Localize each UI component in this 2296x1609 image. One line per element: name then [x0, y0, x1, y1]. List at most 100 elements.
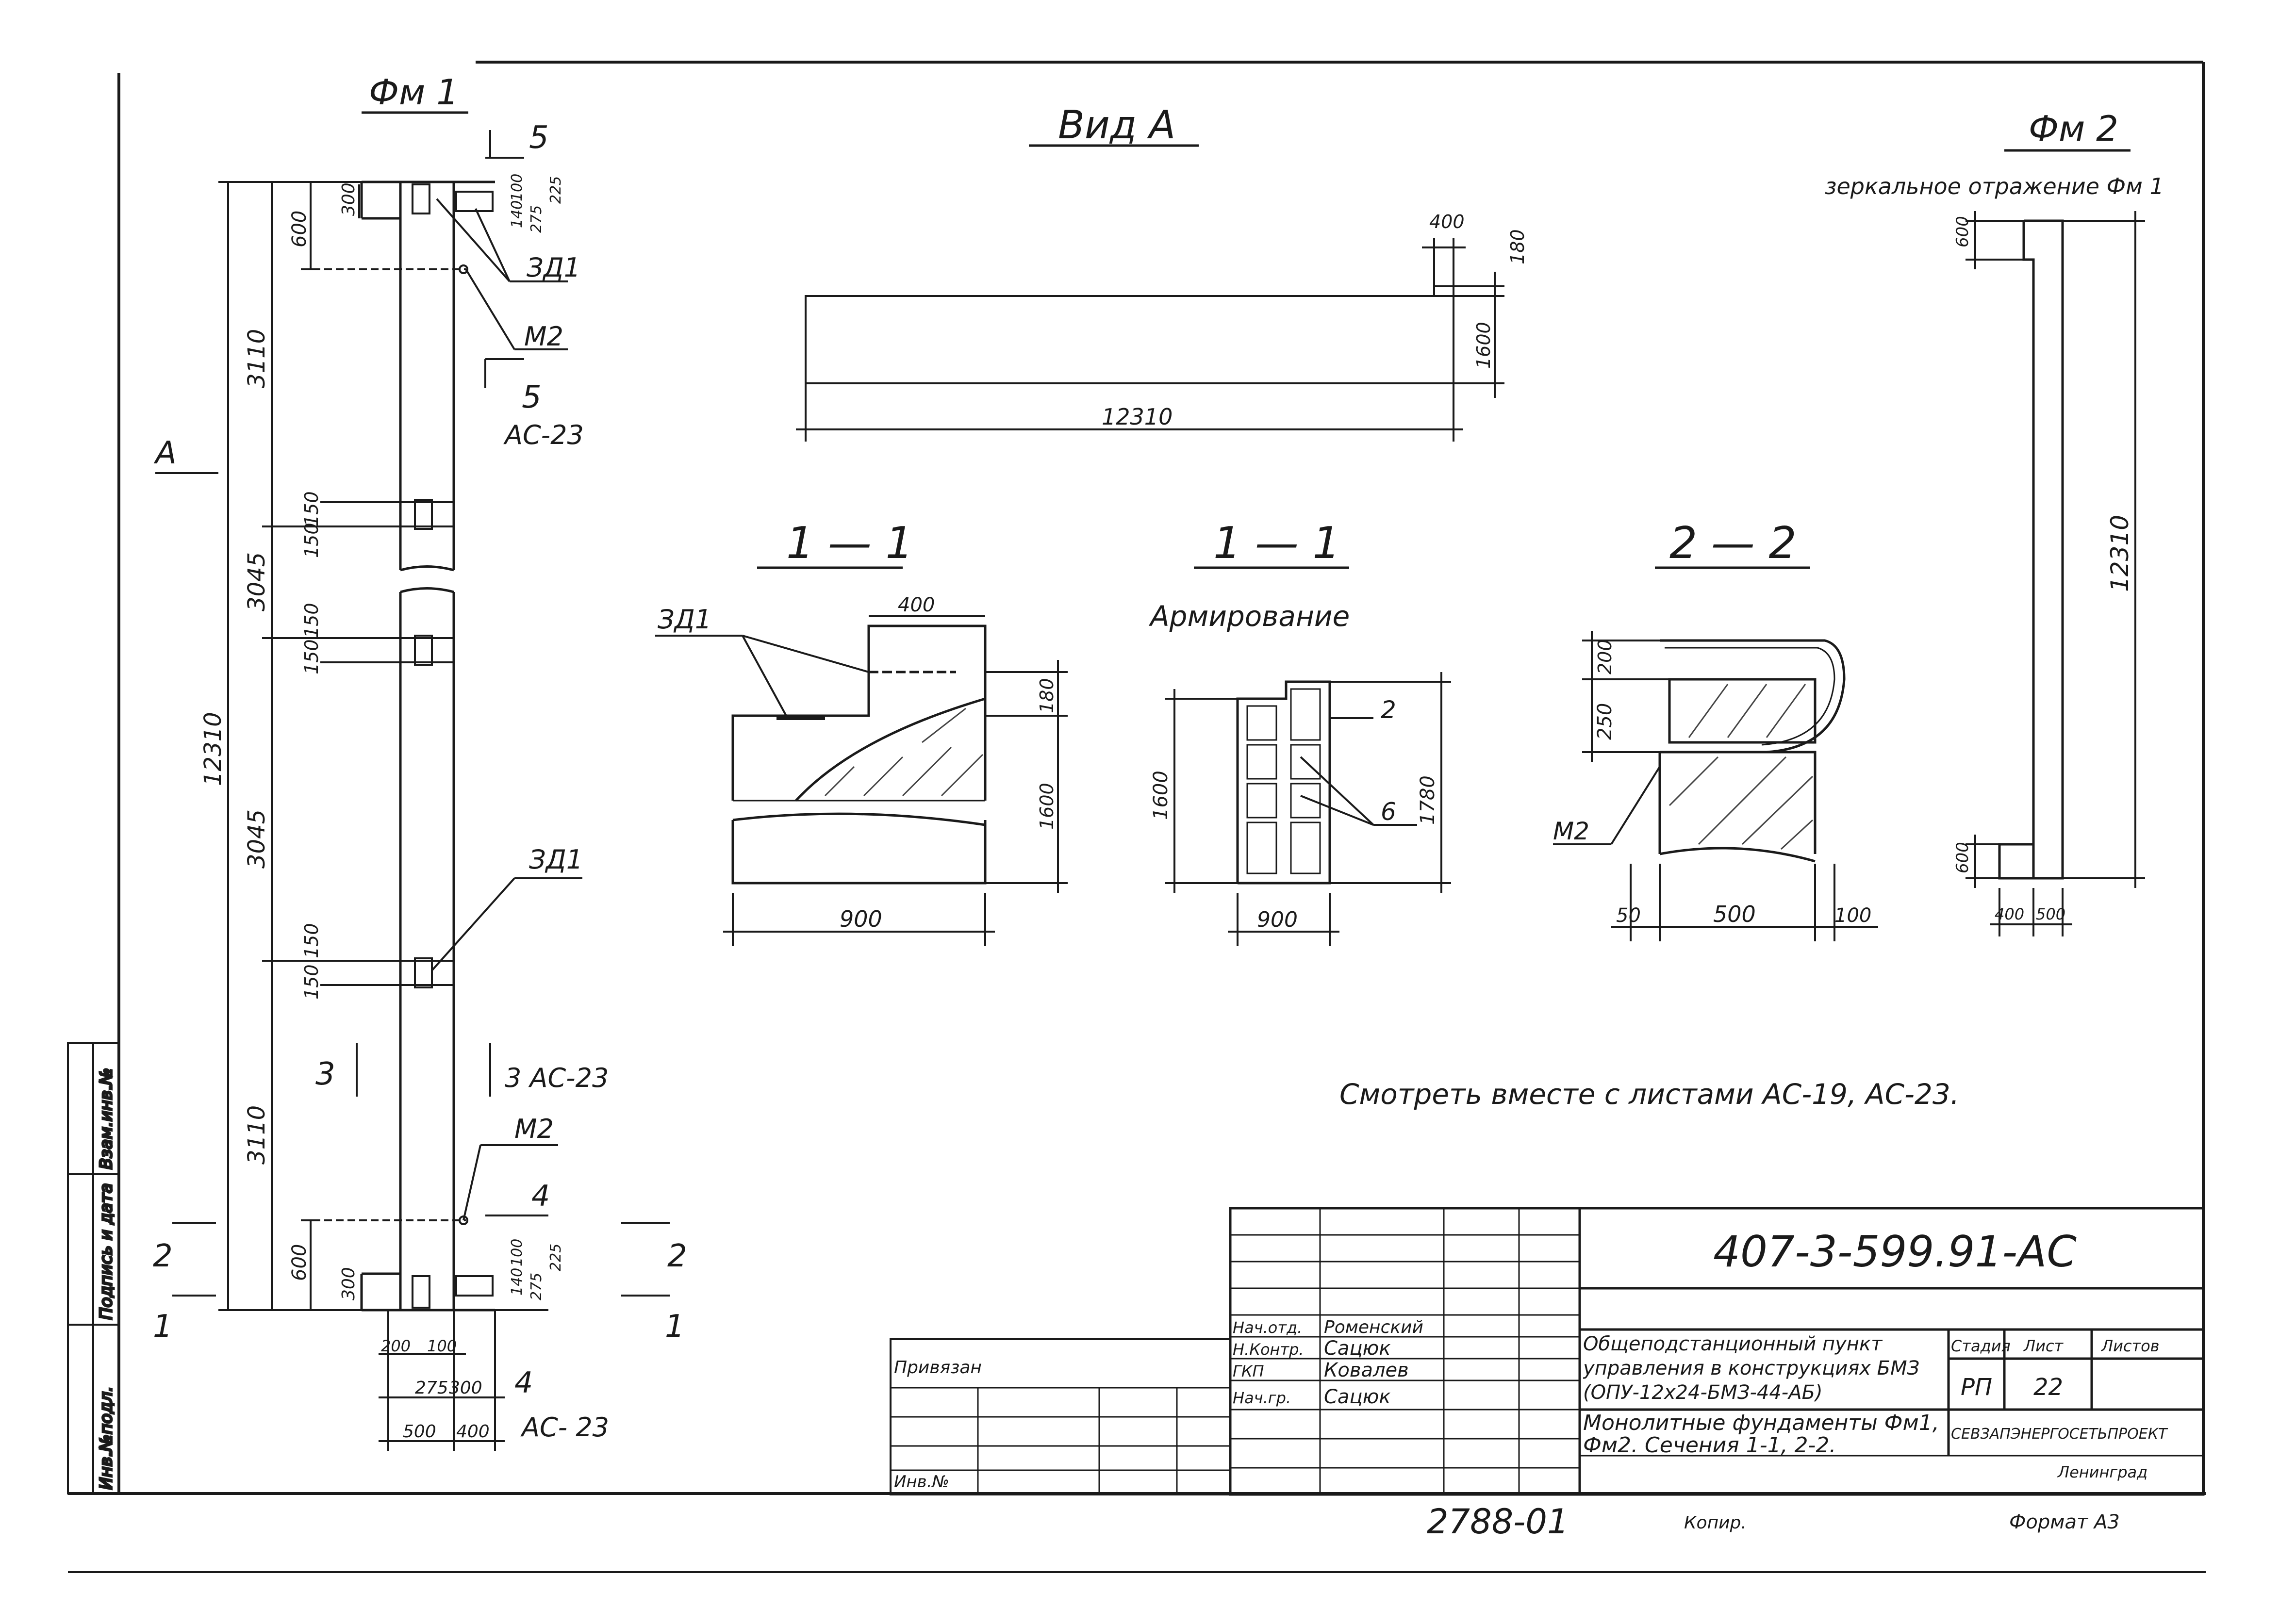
section-1-1-reinforcement: 1 — 1 Армирование	[1148, 518, 1451, 946]
sec22-label-m2: М2	[1553, 817, 1589, 845]
fm1-label-m2-bot: М2	[514, 1114, 554, 1144]
fm1-dim-top-right-100: 100	[509, 174, 526, 201]
sec11-dim-900: 900	[840, 906, 882, 932]
side-stamp-vzam: Взам.инв.№	[97, 1068, 116, 1169]
sec11-dim-400: 400	[898, 594, 935, 616]
stamp-stage: РП	[1961, 1374, 1992, 1401]
fm2-dim-bot: 600	[1953, 842, 1972, 873]
fm1-dim-total: 12310	[199, 712, 227, 786]
stamp-row-1-role: Нач.отд.	[1233, 1318, 1302, 1337]
sec22-dim-100: 100	[1834, 904, 1871, 927]
fm1-dim-slot-150-c: 150	[301, 603, 322, 638]
fm1-dim-bottom-300: 300	[449, 1378, 482, 1398]
fm1-dim-slot-150-d: 150	[301, 639, 322, 674]
sec11-arm-dim-1600: 1600	[1150, 771, 1172, 820]
title-block	[890, 1207, 2205, 1496]
sec11-arm-title: 1 — 1	[1213, 518, 1340, 569]
sec11-arm-subtitle: Армирование	[1148, 600, 1350, 633]
fm1-section4-bot: 4	[514, 1366, 533, 1400]
stamp-inv: Инв.№	[894, 1472, 949, 1492]
fm1-dim-bottom-400: 400	[456, 1422, 490, 1442]
fm1-dim-bot-600: 600	[288, 1244, 311, 1281]
sec11-dim-180: 180	[1036, 678, 1057, 713]
fm1-dim-bottom-275: 275	[415, 1378, 448, 1398]
view-a: Вид А 400 180 1600 12310	[796, 102, 1528, 442]
fm1-drawing: Фм 1	[153, 72, 687, 1451]
fm1-bottom-dims	[379, 1310, 505, 1451]
stamp-row-3-role: ГКП	[1233, 1362, 1264, 1380]
stamp-copied: Копир.	[1684, 1513, 1747, 1533]
view-a-dim-1600: 1600	[1473, 322, 1494, 369]
fm1-dim-lines	[218, 181, 362, 1311]
stamp-row-2-role: Н.Контр.	[1233, 1340, 1304, 1359]
stamp-project: Общеподстанционный пункт управления в ко…	[1583, 1333, 1920, 1404]
fm1-section1-right: 1	[665, 1309, 685, 1345]
sec11-title: 1 — 1	[786, 518, 913, 569]
fm1-dim-seg-bot: 3110	[243, 1105, 270, 1165]
stamp-sheet-title-wrap: Монолитные фундаменты Фм1, Фм2. Сечения …	[1583, 1412, 1939, 1458]
fm2-dim-500: 500	[2036, 905, 2065, 923]
stamp-row-3-name: Ковалев	[1324, 1359, 1409, 1381]
fm1-dim-bottom-100: 100	[427, 1337, 457, 1355]
fm1-dim-slot-150-b: 150	[301, 523, 322, 558]
see-also-note: Смотреть вместе с листами АС-19, АС-23.	[1339, 1078, 1959, 1111]
fm1-dim-bot-right-100: 100	[509, 1239, 526, 1266]
fm1-callouts	[155, 130, 670, 1311]
stamp-sheets-head: Листов	[2101, 1337, 2160, 1355]
fm1-dim-top-right-225: 225	[547, 176, 564, 204]
view-a-title: Вид А	[1058, 102, 1175, 148]
sec22-dim-250: 250	[1594, 703, 1616, 740]
fm1-dim-bottom-200: 200	[381, 1337, 411, 1355]
fm1-section2-right: 2	[667, 1238, 687, 1274]
stamp-org: СЕВЗАПЭНЕРГОСЕТЬПРОЕКТ	[1951, 1426, 2168, 1443]
sec11-label-zd1: ЗД1	[658, 604, 711, 635]
fm1-section5-top: 5	[529, 120, 549, 156]
stamp-project-wrap: Общеподстанционный пункт управления в ко…	[1583, 1333, 1920, 1404]
fm1-section4-top: 4	[531, 1179, 550, 1213]
stamp-format: Формат А3	[2009, 1511, 2120, 1533]
fm1-dim-top-300: 300	[339, 182, 359, 216]
stamp-row-2-name: Сацюк	[1324, 1337, 1391, 1360]
fm1-dim-bot-right-275: 275	[528, 1273, 545, 1300]
fm1-dim-bot-right-140: 140	[509, 1268, 526, 1296]
view-a-dim-length: 12310	[1102, 404, 1173, 430]
sec22-title: 2 — 2	[1669, 518, 1797, 569]
fm1-dim-seg-mid2: 3045	[243, 809, 270, 869]
fm1-dim-seg-mid1: 3045	[243, 552, 270, 611]
sec11-arm-dim-900: 900	[1257, 907, 1298, 932]
view-a-dim-400: 400	[1429, 211, 1465, 232]
fm1-label-zd1-top: ЗД1	[527, 252, 580, 283]
fm1-label-m2-top: М2	[524, 321, 563, 352]
fm2-drawing: Фм 2 зеркальное отражение Фм 1 600 12310…	[1825, 108, 2164, 936]
stamp-sheet: 22	[2033, 1374, 2063, 1401]
side-stamp: Взам.инв.№ Подпись и дата Инв.№подл.	[67, 1042, 120, 1494]
fm1-section1-left: 1	[153, 1309, 173, 1345]
fm1-dim-top-right-275: 275	[528, 205, 545, 233]
section-1-1: 1 — 1	[655, 518, 1068, 946]
stamp-sheet-title: Монолитные фундаменты Фм1, Фм2. Сечения …	[1583, 1412, 1939, 1458]
fm1-inserts	[301, 183, 494, 1309]
fm1-dim-bottom-500: 500	[403, 1422, 436, 1442]
fm1-dim-seg-top: 3110	[243, 329, 270, 388]
stamp-order-no: 2788-01	[1427, 1502, 1569, 1542]
sec22-dim-50: 50	[1616, 904, 1641, 927]
section-2-2: 2 — 2	[1553, 518, 1878, 941]
fm2-dim-length: 12310	[2106, 515, 2134, 592]
side-stamp-podpis: Подпись и дата	[97, 1183, 116, 1320]
fm1-section2-left: 2	[153, 1238, 173, 1274]
fm1-dim-bot-300: 300	[339, 1267, 359, 1300]
fm1-section3-left: 3	[315, 1056, 335, 1092]
fm2-dim-top: 600	[1953, 216, 1972, 247]
fm1-column	[360, 181, 495, 1312]
sec22-dim-200: 200	[1594, 639, 1616, 674]
fm1-title: Фм 1	[369, 72, 459, 113]
fm1-dim-slot-150-e: 150	[301, 923, 322, 958]
fm1-ac23-b: АС- 23	[520, 1412, 609, 1443]
side-stamp-inv-podl: Инв.№подл.	[97, 1386, 116, 1490]
sec11-arm-mark-6: 6	[1381, 798, 1396, 826]
stamp-privyazan: Привязан	[894, 1358, 982, 1378]
sec11-arm-dim-1780: 1780	[1417, 775, 1439, 825]
sec11-dim-1600: 1600	[1036, 783, 1057, 830]
fm1-section3-right: 3 АС-23	[505, 1063, 609, 1093]
